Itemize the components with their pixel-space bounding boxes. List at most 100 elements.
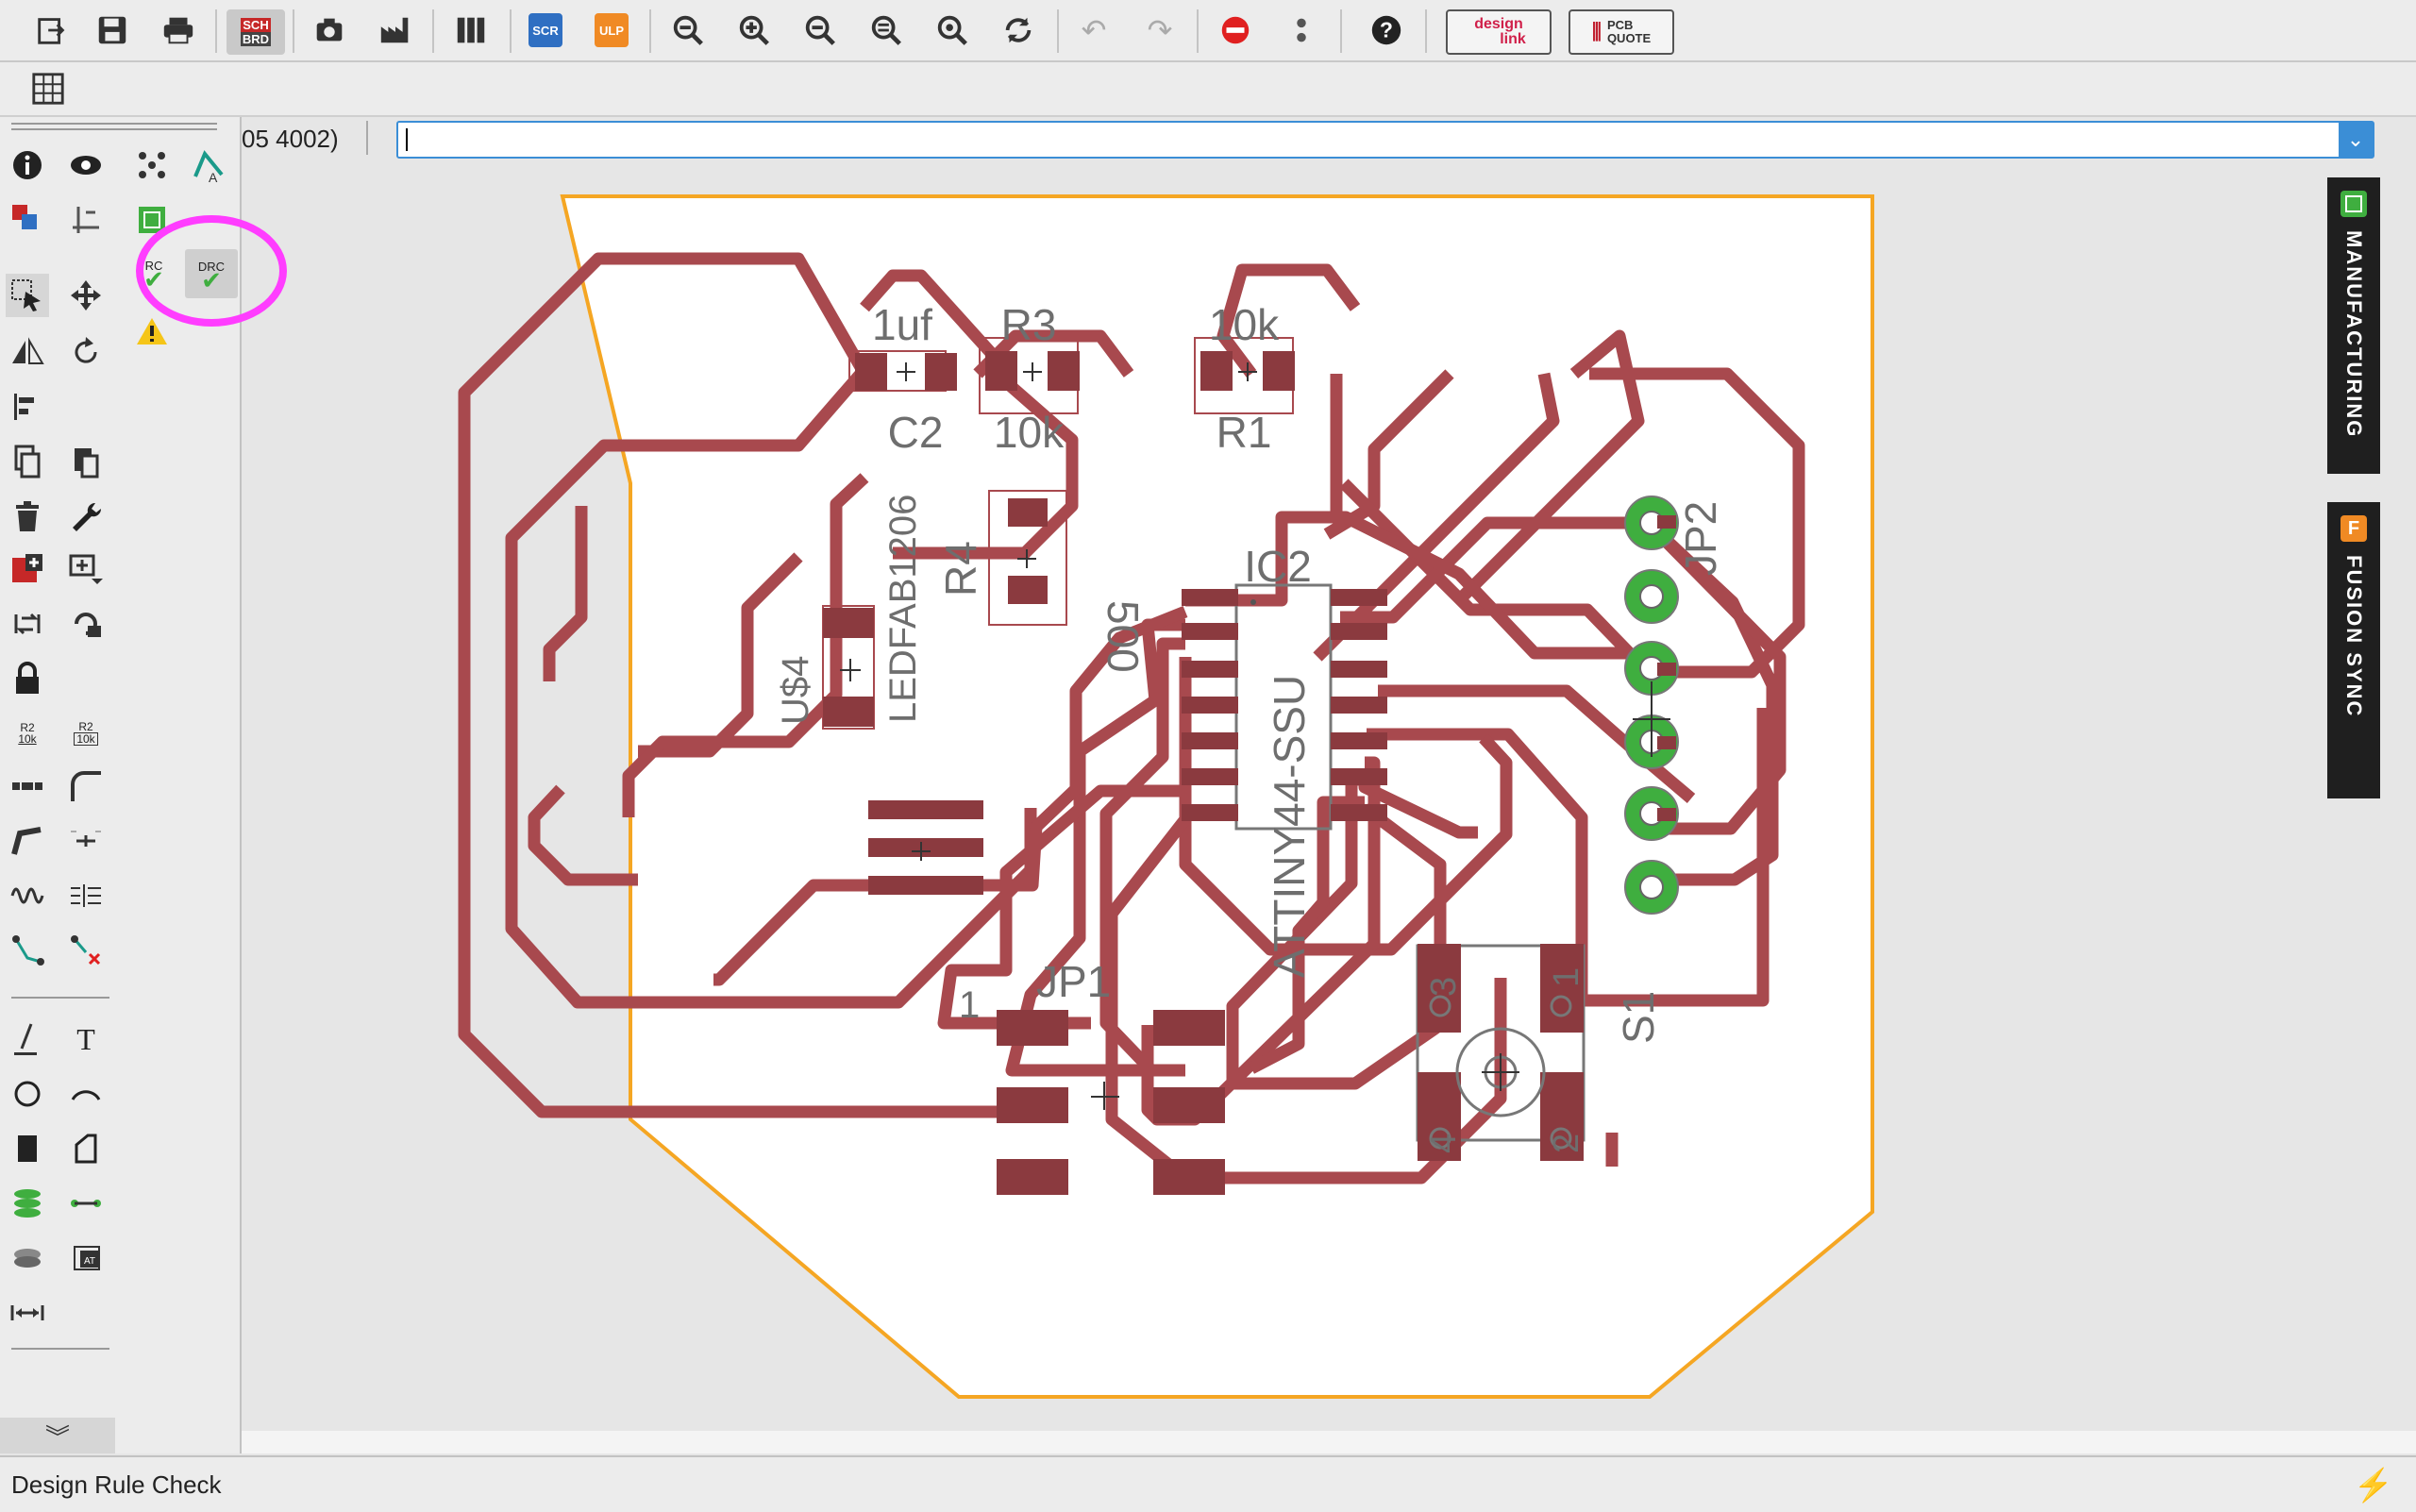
- meander-icon[interactable]: [6, 874, 49, 917]
- jp2-pins: [1624, 496, 1679, 915]
- info-icon[interactable]: [6, 143, 49, 187]
- route-icon[interactable]: [6, 929, 49, 972]
- command-input[interactable]: ⌄: [396, 121, 2374, 159]
- layer-settings-icon[interactable]: [6, 198, 49, 242]
- lock-rotate-icon[interactable]: [64, 602, 108, 646]
- wire-icon[interactable]: [6, 1017, 49, 1061]
- zoom-fit-icon[interactable]: [666, 9, 710, 51]
- dimension-icon[interactable]: [6, 1291, 49, 1335]
- replace-part-icon[interactable]: [64, 547, 108, 591]
- trace: [713, 605, 1188, 986]
- text-icon[interactable]: T: [76, 1021, 95, 1056]
- miter-icon[interactable]: [64, 764, 108, 808]
- r3-value-label: 10k: [994, 408, 1065, 457]
- autorouter-icon[interactable]: A: [187, 143, 230, 187]
- zoom-in-icon[interactable]: [732, 9, 776, 51]
- attribute-icon[interactable]: AT: [64, 1236, 108, 1280]
- trace: [505, 369, 1037, 1009]
- design-link-button[interactable]: design link: [1446, 9, 1552, 55]
- via-icon[interactable]: [6, 1182, 49, 1225]
- help-icon[interactable]: ?: [1365, 9, 1408, 51]
- redo-icon[interactable]: ↷: [1147, 13, 1173, 47]
- paste-icon[interactable]: [64, 440, 108, 483]
- pcb-quote-button[interactable]: ⫼ PCB QUOTE: [1569, 9, 1674, 55]
- wrench-icon[interactable]: [64, 495, 108, 538]
- cam-processor-icon[interactable]: [308, 9, 351, 51]
- move-icon[interactable]: [64, 274, 108, 317]
- toolbar-separator: [1197, 9, 1199, 53]
- trace: [638, 552, 803, 758]
- add-part-icon[interactable]: [6, 547, 49, 591]
- arc-icon[interactable]: [64, 1072, 108, 1116]
- script-button[interactable]: SCR: [528, 13, 562, 47]
- r4-value-label: 500: [1099, 600, 1148, 673]
- hole-icon[interactable]: [6, 1236, 49, 1280]
- trace: [1005, 618, 1185, 1077]
- mark-icon[interactable]: [64, 198, 108, 242]
- lock-icon[interactable]: [6, 657, 49, 700]
- signal-icon[interactable]: [64, 1182, 108, 1225]
- sch-brd-switch-button[interactable]: SCH BRD: [226, 9, 285, 55]
- trace: [622, 473, 869, 817]
- pcb-quote-icon: ⫼: [1591, 20, 1602, 43]
- pcb-quote-top: PCB: [1606, 18, 1634, 32]
- c2-footprint: [848, 350, 957, 392]
- swap-icon[interactable]: [6, 602, 49, 646]
- print-icon[interactable]: [157, 9, 200, 51]
- route-diff-pair-icon[interactable]: [64, 874, 108, 917]
- zoom-select-icon[interactable]: [931, 9, 974, 51]
- manufacturing-icon: [2340, 191, 2367, 217]
- name-button[interactable]: R2 10k: [6, 712, 49, 755]
- zoom-out-icon[interactable]: [798, 9, 842, 51]
- select-icon[interactable]: [6, 274, 49, 317]
- rotate-icon[interactable]: [64, 330, 108, 374]
- manufacturing-tab[interactable]: MANUFACTURING: [2327, 177, 2380, 474]
- mirror-icon[interactable]: [6, 330, 49, 374]
- r3-name-label: R3: [1001, 300, 1057, 349]
- undo-icon[interactable]: ↶: [1081, 13, 1107, 47]
- align-icon[interactable]: [6, 385, 49, 428]
- status-bar: Design Rule Check ⚡: [0, 1455, 2416, 1512]
- stop-icon[interactable]: [1214, 9, 1257, 51]
- s1-pin4-label: 4: [1424, 1134, 1464, 1153]
- save-icon[interactable]: [91, 9, 134, 51]
- svg-text:?: ?: [1380, 18, 1393, 42]
- horizontal-scrollbar[interactable]: [242, 1431, 2416, 1453]
- show-icon[interactable]: [64, 143, 108, 187]
- fusion-sync-tab[interactable]: F FUSION SYNC: [2327, 502, 2380, 798]
- delete-icon[interactable]: [6, 495, 49, 538]
- rectangle-icon[interactable]: [6, 1127, 49, 1170]
- go-icon[interactable]: [1280, 9, 1323, 51]
- value-button[interactable]: R2 10k: [64, 712, 108, 755]
- warning-icon[interactable]: [130, 310, 174, 353]
- refresh-icon[interactable]: [997, 9, 1040, 51]
- command-history-dropdown[interactable]: ⌄: [2339, 123, 2373, 157]
- r4-name-label: R4: [936, 541, 985, 596]
- expand-panel-button[interactable]: ︾: [0, 1418, 115, 1453]
- grid-icon[interactable]: [26, 68, 70, 109]
- trace: [1179, 657, 1513, 956]
- split-icon[interactable]: [6, 819, 49, 863]
- ic2-name-label: IC2: [1244, 542, 1312, 591]
- toolbar-separator: [1340, 9, 1342, 53]
- traces: [458, 252, 1805, 1184]
- copy-icon[interactable]: [6, 440, 49, 483]
- ic2-value-label: ATTINY44-SSU: [1265, 675, 1314, 978]
- brd-label: BRD: [240, 32, 272, 46]
- manufacturing-icon[interactable]: [374, 9, 417, 51]
- optimize-icon[interactable]: [64, 819, 108, 863]
- ripup-icon[interactable]: [64, 929, 108, 972]
- ratsnest-icon[interactable]: [130, 143, 174, 187]
- text-caret: [406, 128, 408, 151]
- lightning-icon[interactable]: ⚡: [2353, 1468, 2393, 1504]
- ulp-button[interactable]: ULP: [595, 13, 629, 47]
- zoom-redraw-icon[interactable]: [864, 9, 908, 51]
- circle-icon[interactable]: [6, 1072, 49, 1116]
- smash-icon[interactable]: [6, 764, 49, 808]
- library-icon[interactable]: [449, 9, 493, 51]
- trace: [860, 269, 1015, 378]
- polygon-icon[interactable]: [64, 1127, 108, 1170]
- open-icon[interactable]: [30, 9, 74, 51]
- board-canvas[interactable]: 1uf C2 R3 10k 10k R1 R4 500 LEDFAB1206 U…: [242, 166, 2356, 1431]
- trace: [937, 784, 1185, 1030]
